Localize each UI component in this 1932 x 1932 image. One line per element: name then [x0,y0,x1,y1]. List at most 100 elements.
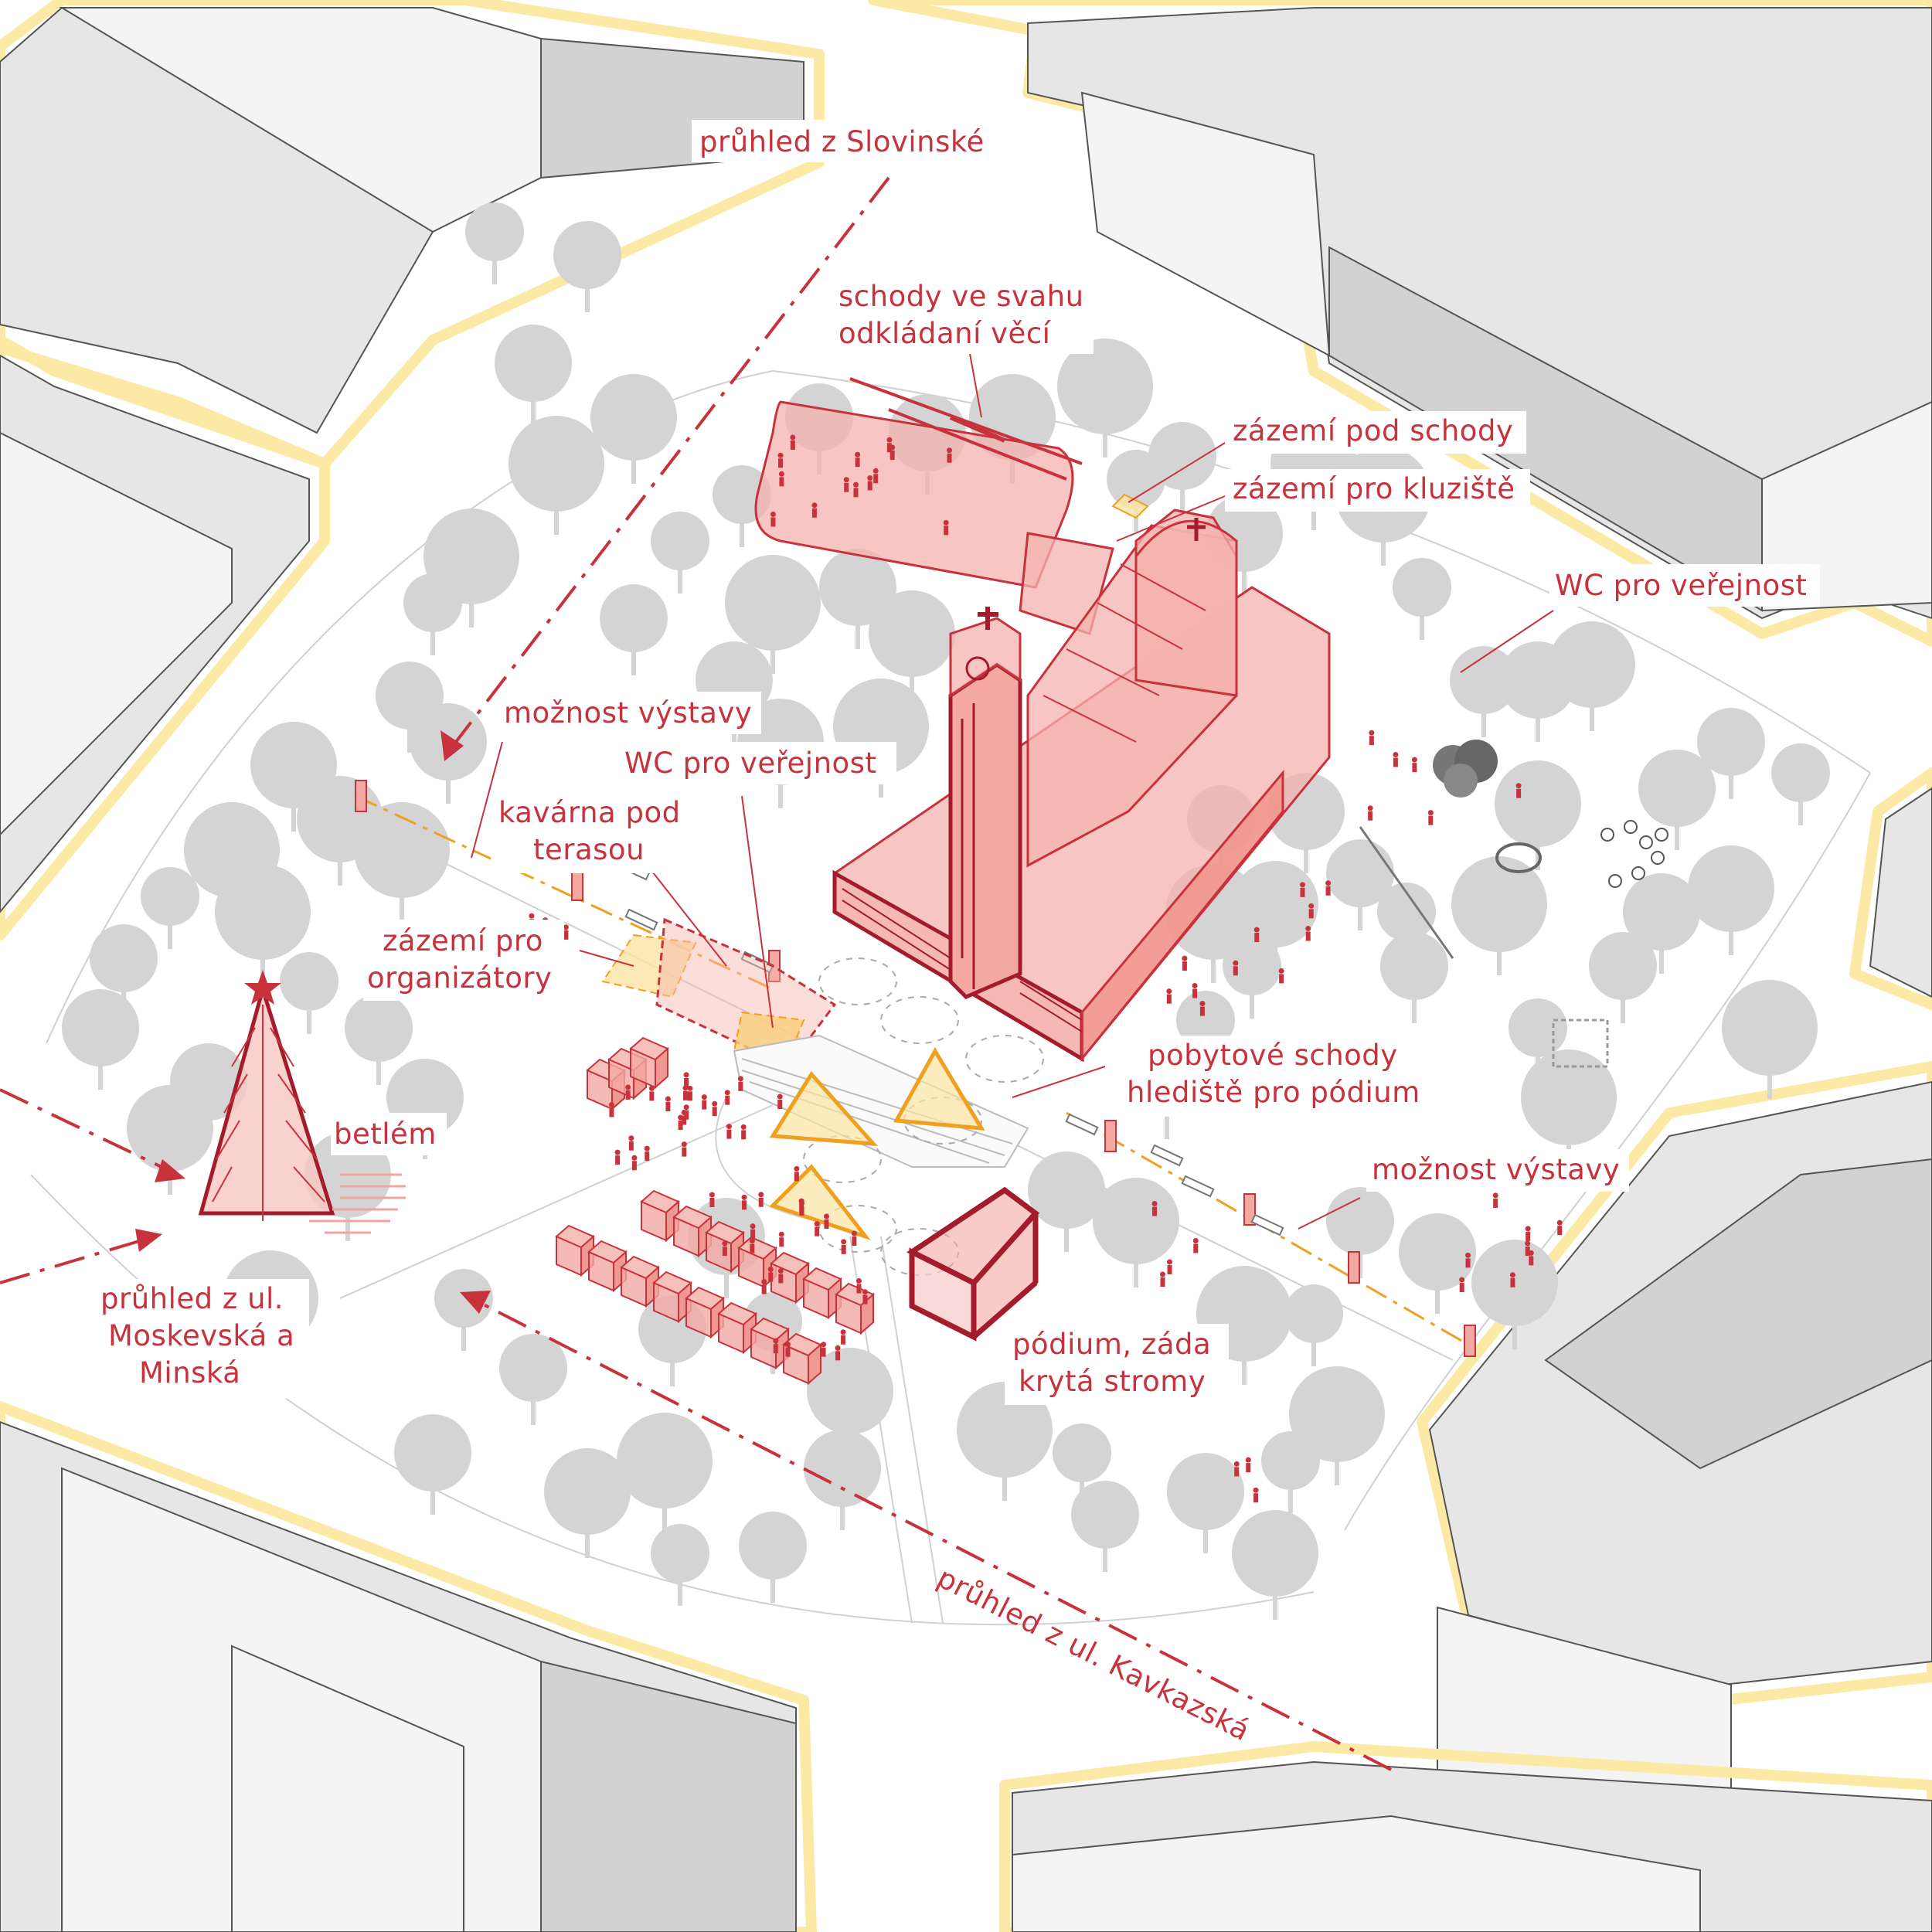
tree [1623,873,1700,951]
label-zazemi-kluziste: zázemí pro kluziště [1233,472,1515,505]
person [750,1223,756,1239]
label-moznost-vystavy-right: možnost výstavy [1372,1153,1620,1186]
person [724,1090,730,1105]
tree [1232,1510,1318,1597]
person [1151,1201,1158,1216]
person [1253,927,1260,943]
person [1459,1277,1465,1293]
label-kavarna-pod: kavárna pod [498,796,681,829]
person [1411,757,1417,773]
tree [394,1414,471,1492]
tree [804,1430,881,1507]
tree [354,802,450,898]
person [778,1231,784,1247]
tree [345,994,413,1062]
person [1393,751,1399,767]
market-stall [555,1224,595,1277]
person [777,1094,783,1109]
person [867,474,873,491]
person [740,1124,747,1140]
person [1427,810,1434,825]
tree-star [244,970,281,1005]
label-wc-verejnost-right: WC pro veřejnost [1555,569,1807,602]
person [814,1221,820,1236]
tree [127,1085,213,1172]
tree [1284,1284,1343,1343]
person [943,519,949,536]
person [683,1104,689,1120]
label-podium-zada: pódium, záda [1012,1328,1211,1361]
building-bottom [999,1741,1932,1932]
market-stall [587,1240,628,1293]
person [1556,1219,1563,1236]
person [843,477,849,492]
person [855,1277,862,1294]
person [682,1085,689,1100]
label-pobytove-schody: pobytové schody [1148,1039,1398,1072]
label-pruhled-kavkazska: průhled z ul. Kavkazská [932,1561,1255,1748]
tree [1495,760,1581,847]
person [773,1338,779,1354]
market-stall [770,1251,810,1304]
person [784,1342,791,1357]
tree [1289,1366,1385,1462]
tree [819,549,896,626]
tree [1377,883,1436,941]
tree [1053,1423,1111,1482]
tree [600,584,668,652]
person [840,1329,846,1345]
person [1199,1001,1206,1016]
person [1166,988,1172,1004]
market-stall [782,1332,822,1386]
market-stall [802,1267,842,1320]
axis-moskevska-2 [0,1235,155,1284]
tree [725,555,821,651]
axis-slovinske [454,176,890,743]
person [1325,880,1332,896]
person [1300,882,1306,897]
tree [1176,991,1235,1049]
building-top-left [0,0,825,469]
label-betlem: betlém [334,1117,437,1151]
person [841,1239,847,1254]
person [862,1289,868,1304]
tree [1028,1151,1105,1229]
label-zazemi-pod-schody: zázemí pod schody [1233,414,1513,447]
tree [1148,422,1216,490]
person [761,1279,767,1294]
person [770,511,776,527]
tree [1589,932,1657,1000]
person [794,1165,800,1182]
person [1278,968,1284,984]
person [790,434,796,451]
tree [1223,937,1281,995]
tree [807,1348,893,1434]
tree [215,864,311,960]
person [683,1072,689,1087]
person [835,1345,841,1361]
label-terasou: terasou [533,833,645,866]
market-stall [629,1036,669,1090]
tree [1638,750,1716,827]
person [614,1149,621,1165]
tree [651,1524,709,1583]
person [1308,903,1315,919]
person [1245,1457,1251,1473]
tree [509,416,604,512]
person [608,1101,614,1117]
tree [651,512,709,570]
tree [1451,856,1547,952]
market-stall [640,1189,680,1243]
person [1515,783,1522,798]
person [749,1238,755,1253]
person [625,1084,631,1100]
market-stall [705,1220,745,1274]
person [737,1076,743,1091]
tree [1167,1453,1244,1530]
person [811,502,818,518]
stage [906,1186,1040,1342]
label-pruhled-slovinske: průhled z Slovinské [699,125,985,158]
person [821,1342,827,1357]
